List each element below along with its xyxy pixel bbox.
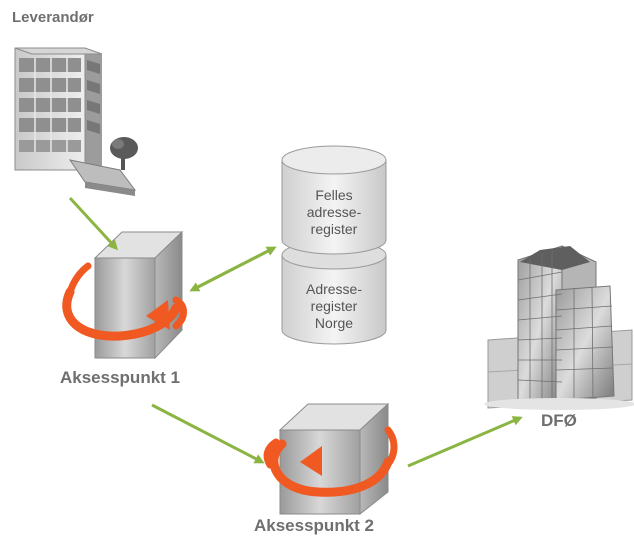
database-upper-line: register [310,221,358,237]
arrow-ap1-database-bidirectional [189,246,277,292]
database-upper-label: Felles adresse- register [284,187,384,238]
database-upper-line: Felles [315,187,353,203]
access-point-cube-icon [93,230,184,360]
supplier-label: Leverandør [12,9,94,26]
database-lower-line: Norge [314,315,354,331]
access-point-2-label: Aksesspunkt 2 [254,516,374,535]
database-lower-label: Adresse- register Norge [284,281,384,332]
office-building-icon [14,47,138,196]
database-lower-line: Adresse- [305,281,363,297]
database-lower-line: register [310,298,358,314]
access-point-1-label: Aksesspunkt 1 [60,368,180,387]
access-point-cube-icon [278,402,390,516]
arrow-supplier-to-ap1 [68,196,119,251]
arrow-ap2-to-dfo [407,416,523,468]
cycle-arrow-icon [62,262,187,341]
database-cylinder-icon [281,145,387,345]
arrow-ap1-to-ap2 [151,403,265,464]
dfo-label: DFØ [541,411,577,430]
database-upper-line: adresse- [306,204,362,220]
cycle-arrow-icon [263,426,398,497]
glass-office-building-icon [484,245,634,410]
